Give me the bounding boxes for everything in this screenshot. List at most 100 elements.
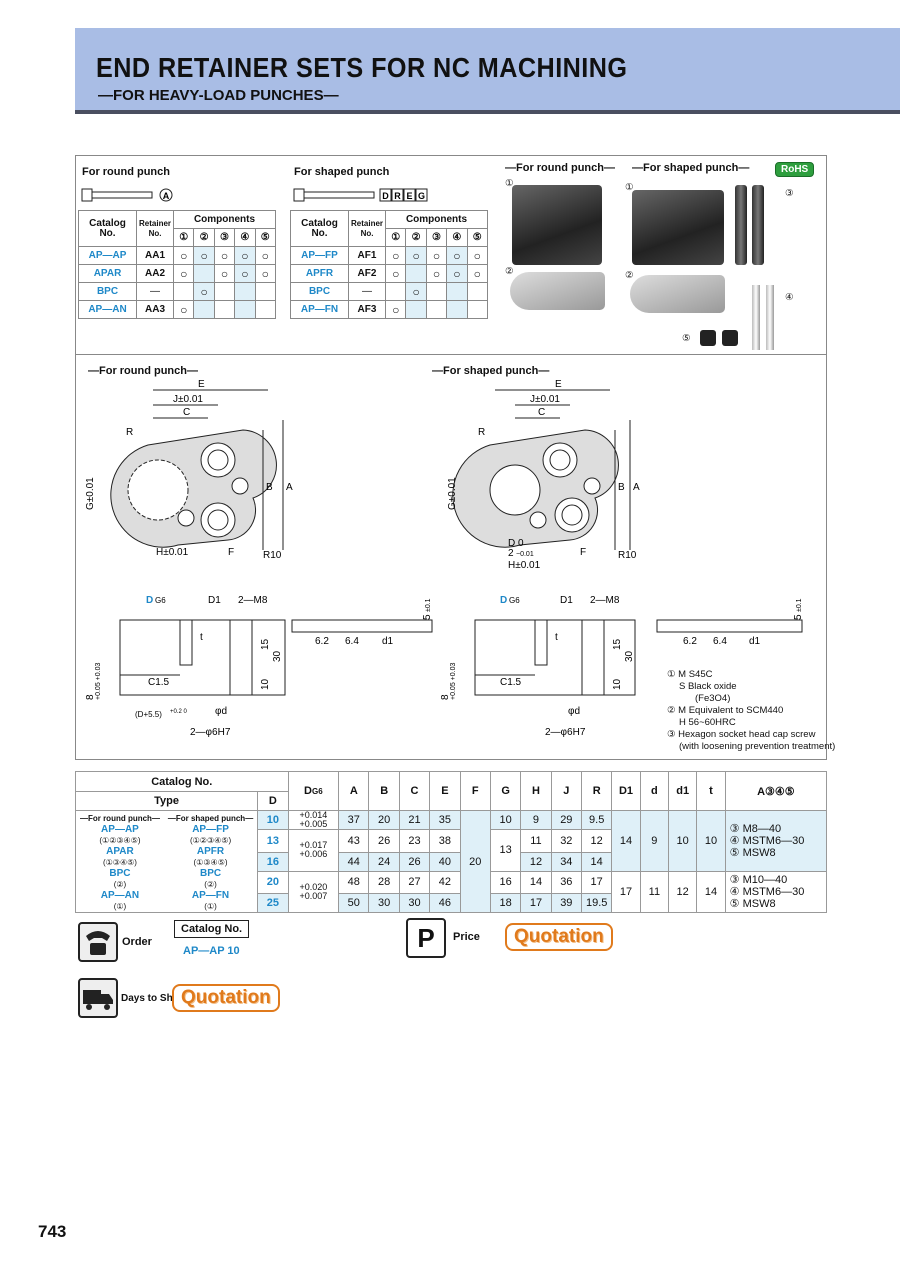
svg-text:H±0.01: H±0.01 (156, 547, 189, 558)
svg-text:2—φ6H7: 2—φ6H7 (190, 727, 231, 738)
truck-icon (78, 978, 118, 1018)
order-label: Order (122, 936, 152, 948)
svg-text:R: R (478, 427, 485, 438)
table-row: BPC—○ (78, 282, 277, 301)
svg-text:R: R (394, 191, 401, 201)
setscrew-photo (722, 330, 738, 346)
screw-photo (752, 185, 764, 265)
col-catalog: Catalog No. (78, 210, 137, 247)
page-title: END RETAINER SETS FOR NC MACHINING (96, 52, 628, 83)
svg-text:30: 30 (272, 650, 283, 662)
table-row: BPC—○ (290, 282, 489, 301)
svg-text:2—M8: 2—M8 (238, 595, 268, 606)
round-punch-heading: For round punch (82, 166, 170, 178)
svg-text:5: 5 (422, 614, 433, 620)
round-plate-photo (510, 272, 605, 310)
svg-text:±0.1: ±0.1 (425, 598, 432, 612)
draw-round-label: —For round punch— (88, 365, 198, 377)
svg-text:D: D (500, 595, 507, 606)
phone-icon (78, 922, 118, 962)
price-label: Price (453, 931, 480, 943)
svg-text:A: A (633, 482, 640, 493)
svg-text:E: E (555, 380, 562, 390)
rohs-badge: RoHS (775, 162, 815, 177)
selection-box (75, 155, 827, 355)
price-icon: P (406, 918, 446, 958)
draw-shaped-label: —For shaped punch— (432, 365, 550, 377)
svg-text:d1: d1 (382, 636, 394, 647)
svg-text:D1: D1 (208, 595, 221, 606)
svg-text:t: t (555, 632, 558, 643)
ship-label: Days to Ship (121, 993, 182, 1004)
photo-shaped-label: —For shaped punch— (632, 162, 750, 174)
svg-text:G6: G6 (509, 596, 520, 605)
svg-text:+0.2 0: +0.2 0 (170, 709, 188, 715)
svg-text:C1.5: C1.5 (148, 677, 170, 688)
round-retainer-photo (512, 185, 602, 265)
svg-text:G±0.01: G±0.01 (85, 477, 96, 510)
setscrew-photo (700, 330, 716, 346)
round-symbol: A (163, 191, 170, 201)
shaped-punch-icon: D R E G (293, 188, 428, 202)
svg-text:10: 10 (612, 678, 623, 690)
svg-text:6.4: 6.4 (713, 636, 727, 647)
order-example: AP—AP 10 (183, 945, 240, 957)
svg-text:8: 8 (85, 694, 96, 700)
svg-text:G: G (418, 191, 425, 201)
svg-text:R10: R10 (263, 550, 282, 561)
svg-text:A: A (286, 482, 293, 493)
svg-text:30: 30 (624, 650, 635, 662)
svg-text:8: 8 (440, 694, 451, 700)
svg-text:+0.05 +0.03: +0.05 +0.03 (450, 663, 457, 700)
svg-text:E: E (406, 191, 412, 201)
col-components: Components (173, 210, 276, 229)
svg-text:+0.05 +0.03: +0.05 +0.03 (95, 663, 102, 700)
col-catalog: Catalog No. (75, 771, 289, 792)
pin-photo (752, 285, 760, 350)
svg-text:R: R (126, 427, 133, 438)
svg-text:±0.1: ±0.1 (796, 598, 803, 612)
svg-text:F: F (580, 547, 586, 558)
svg-text:10: 10 (260, 678, 271, 690)
page-number: 743 (38, 1222, 67, 1241)
svg-text:2—φ6H7: 2—φ6H7 (545, 727, 586, 738)
shaped-top-view-drawing: E J±0.01 C R B A G±0.01 D 0 2−0.01 H±0.0… (447, 380, 640, 571)
pin-photo (766, 285, 774, 350)
svg-text:5: 5 (793, 614, 804, 620)
svg-text:C: C (183, 407, 190, 418)
svg-text:F: F (228, 547, 234, 558)
shaped-plate-photo (630, 275, 725, 313)
round-top-view-drawing: E J±0.01 C R B A G±0.01 H±0.01 F R10 (85, 380, 293, 561)
col-retainer: Retainer No. (135, 210, 175, 247)
svg-text:−0.01: −0.01 (516, 551, 534, 558)
table-row: —For round punch— AP—AP(①②③④⑤) APAR(①③④⑤… (74, 810, 828, 913)
svg-text:D 0: D 0 (508, 538, 524, 549)
svg-text:(D+5.5): (D+5.5) (135, 710, 162, 719)
svg-text:B: B (618, 482, 625, 493)
svg-text:H±0.01: H±0.01 (508, 560, 541, 571)
svg-text:D: D (146, 595, 153, 606)
svg-text:R10: R10 (618, 550, 637, 561)
shaped-retainer-photo (632, 190, 724, 265)
svg-text:6.2: 6.2 (683, 636, 697, 647)
svg-text:φd: φd (568, 706, 580, 717)
svg-text:15: 15 (260, 638, 271, 650)
shaped-punch-heading: For shaped punch (294, 166, 390, 178)
price-value: Quotation (505, 923, 613, 951)
svg-text:D1: D1 (560, 595, 573, 606)
svg-text:J±0.01: J±0.01 (530, 394, 560, 405)
